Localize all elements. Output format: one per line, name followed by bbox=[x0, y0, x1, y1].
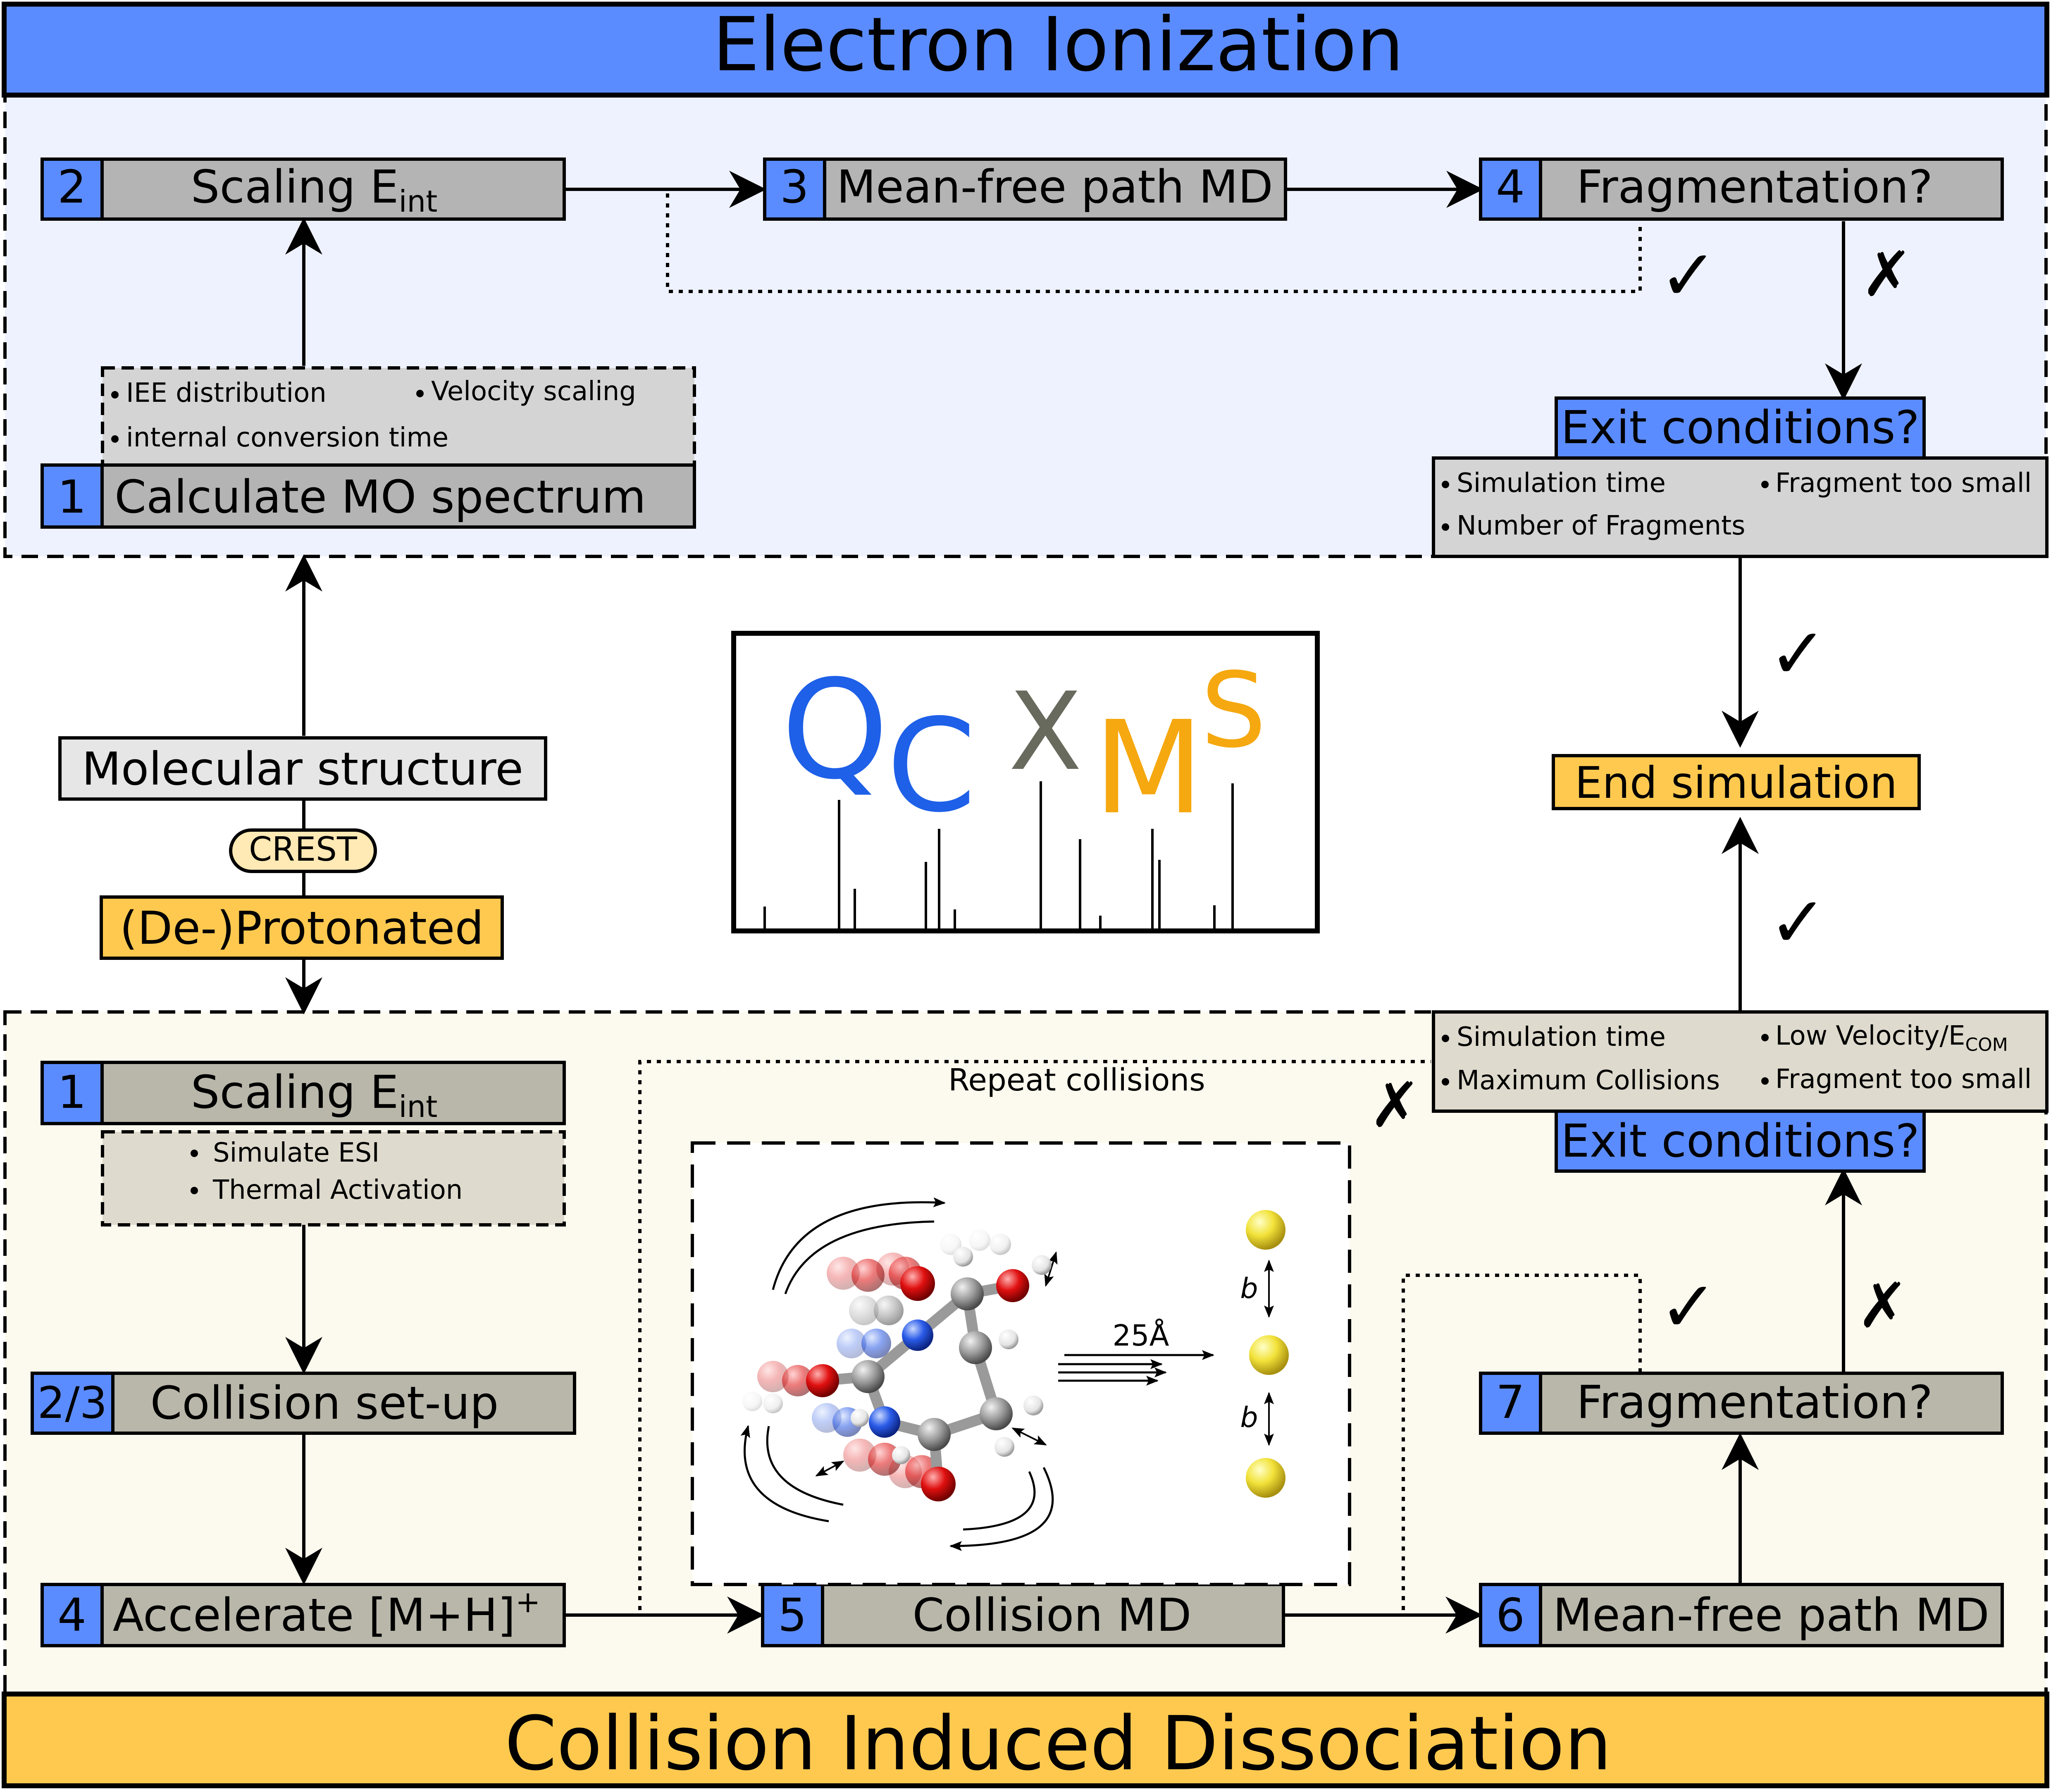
impact-parameter-label-1: b bbox=[1240, 1272, 1258, 1305]
crest-label: CREST bbox=[249, 830, 358, 869]
ei-step-4-box: 4 Fragmentation? bbox=[1479, 157, 2004, 221]
ei-step-2-box: 2 Scaling Eint bbox=[41, 157, 566, 221]
cid-step-23-label: Collision set-up bbox=[150, 1377, 499, 1429]
cid-step-5-box: 5 Collision MD bbox=[761, 1583, 1285, 1647]
cid-step-7-box: 7 Fragmentation? bbox=[1479, 1372, 2004, 1435]
ei-check-mark: ✓ bbox=[1659, 235, 1718, 317]
cid-banner bbox=[2, 1692, 2049, 1788]
molecular-structure-label: Molecular structure bbox=[82, 742, 523, 795]
qcxms-logo: Q C X M S bbox=[731, 631, 1320, 933]
gas-atom-middle bbox=[1249, 1335, 1289, 1375]
cid-step-4-box: 4 Accelerate [M+H]+ bbox=[41, 1583, 566, 1647]
logo-x: X bbox=[1009, 670, 1082, 795]
repeat-collisions-label: Repeat collisions bbox=[948, 1062, 1205, 1098]
end-check-lower: ✓ bbox=[1769, 882, 1827, 964]
cid-step-6-label: Mean-free path MD bbox=[1553, 1589, 1989, 1642]
end-check-upper: ✓ bbox=[1769, 613, 1827, 695]
deprotonated-box bbox=[100, 895, 504, 960]
ei-step-3-box: 3 Mean-free path MD bbox=[763, 157, 1287, 221]
ei-banner bbox=[2, 2, 2049, 98]
cid-step-7-label: Fragmentation? bbox=[1576, 1376, 1933, 1429]
ei-step-2-label: Scaling Eint bbox=[191, 160, 438, 219]
cid-step-6-number: 6 bbox=[1496, 1589, 1525, 1642]
cid-exit-fragment-small: Fragment too small bbox=[1775, 1064, 2032, 1095]
gas-atom-bottom bbox=[1246, 1458, 1285, 1498]
logo-c: C bbox=[887, 692, 976, 841]
cid-step-23-number: 2/3 bbox=[38, 1378, 107, 1428]
cid-exit-max-collisions: Maximum Collisions bbox=[1457, 1065, 1720, 1096]
cid-step-5-number: 5 bbox=[778, 1589, 807, 1642]
ei-cross-mark: ✗ bbox=[1861, 239, 1913, 310]
logo-q: Q bbox=[781, 651, 889, 809]
cid-step-5-label: Collision MD bbox=[912, 1589, 1191, 1642]
ei-step-1-box: 1 Calculate MO spectrum bbox=[41, 463, 696, 529]
deprotonated-label: (De-)Protonated bbox=[120, 902, 484, 954]
ei-exit-fragment-small: Fragment too small bbox=[1775, 468, 2032, 499]
cid-step-4-label: Accelerate [M+H]+ bbox=[113, 1584, 541, 1642]
cid-exit-label: Exit conditions? bbox=[1561, 1114, 1920, 1167]
collision-distance-label: 25Å bbox=[1113, 1319, 1169, 1353]
ei-exit-num-fragments: Number of Fragments bbox=[1457, 511, 1746, 541]
ei-step-3-number: 3 bbox=[780, 160, 809, 213]
ei-note-box: IEE distribution Velocity scaling intern… bbox=[101, 366, 696, 467]
ei-step-1-number: 1 bbox=[57, 470, 86, 523]
cid-cross-mark: ✗ bbox=[1857, 1270, 1909, 1342]
ei-step-3-label: Mean-free path MD bbox=[837, 160, 1273, 213]
ei-step-4-number: 4 bbox=[1496, 160, 1525, 213]
cid-exit-box: Simulation time Low Velocity/ECOM Maximu… bbox=[1432, 1010, 2049, 1173]
cid-note-thermal: Thermal Activation bbox=[212, 1175, 463, 1205]
cid-note-esi: Simulate ESI bbox=[213, 1138, 379, 1168]
ei-note-conversion: internal conversion time bbox=[126, 422, 448, 453]
cid-banner-title: Collision Induced Dissociation bbox=[505, 1701, 1612, 1787]
ei-exit-label: Exit conditions? bbox=[1561, 401, 1920, 454]
cid-step-7-number: 7 bbox=[1496, 1376, 1525, 1429]
ei-step-4-label: Fragmentation? bbox=[1576, 160, 1933, 213]
cid-check-mark: ✓ bbox=[1659, 1266, 1718, 1348]
ei-note-velocity: Velocity scaling bbox=[431, 376, 636, 407]
logo-m: M bbox=[1093, 694, 1204, 843]
ei-exit-box: Exit conditions? Simulation time Fragmen… bbox=[1432, 396, 2049, 558]
ei-exit-sim-time: Simulation time bbox=[1457, 468, 1666, 499]
collision-illustration: 25Å b b bbox=[691, 1141, 1351, 1586]
cid-step-1-box: 1 Scaling Eint Simulate ESI Thermal Acti… bbox=[41, 1061, 566, 1226]
ei-banner-title: Electron Ionization bbox=[713, 2, 1404, 88]
repeat-cross-mark: ✗ bbox=[1369, 1069, 1421, 1141]
ei-step-1-label: Calculate MO spectrum bbox=[114, 470, 646, 523]
repeat-loop-dotted-line bbox=[638, 1060, 1431, 1610]
cid-step-1-label: Scaling Eint bbox=[191, 1066, 438, 1124]
molecular-structure-box bbox=[58, 736, 547, 801]
cid-exit-sim-time: Simulation time bbox=[1457, 1022, 1666, 1052]
logo-s: S bbox=[1201, 650, 1266, 771]
cid-step-6-box: 6 Mean-free path MD bbox=[1479, 1583, 2004, 1647]
cid-step-1-number: 1 bbox=[57, 1066, 86, 1119]
impact-parameter-label-2: b bbox=[1240, 1401, 1258, 1434]
ei-note-iee: IEE distribution bbox=[126, 378, 327, 408]
cid-step-23-box: 2/3 Collision set-up bbox=[31, 1372, 576, 1435]
end-simulation-label: End simulation bbox=[1575, 758, 1897, 808]
gas-atom-top bbox=[1246, 1210, 1285, 1250]
end-simulation-box bbox=[1552, 754, 1921, 810]
ei-step-2-number: 2 bbox=[57, 160, 86, 213]
cid-step-4-number: 4 bbox=[57, 1589, 86, 1642]
cid-exit-low-velocity: Low Velocity/ECOM bbox=[1775, 1021, 2008, 1055]
